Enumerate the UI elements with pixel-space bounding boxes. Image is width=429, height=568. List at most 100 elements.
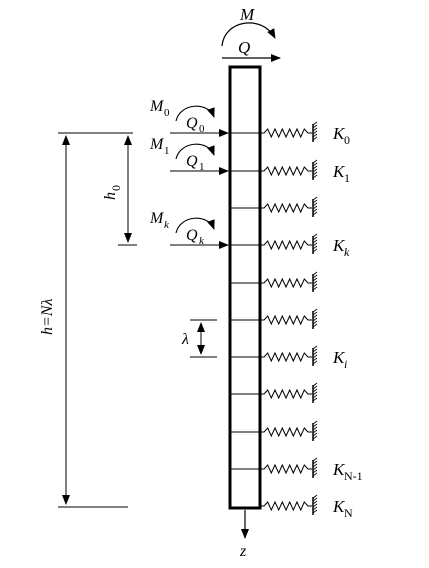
ground-hatch [312,420,318,425]
ground-hatch [312,397,318,402]
ground-hatch [312,320,318,325]
ground-hatch [312,236,318,241]
spring-8 [260,420,318,441]
ground-hatch [312,311,318,316]
ground-hatch [312,457,318,462]
moment-label-sub: 0 [164,107,170,119]
top-moment-label: M [239,5,255,24]
spring-label-sub: 1 [344,171,350,185]
ground-hatch [312,308,318,313]
ground-hatch [312,317,318,322]
spring-coil [260,388,312,400]
spring-coil [260,314,312,326]
ground-hatch [312,286,318,291]
spring-7 [260,382,318,403]
ground-hatch [312,283,318,288]
shear-label-sub: k [199,235,205,247]
ground-hatch [312,429,318,434]
spring-label-sub: N-1 [344,469,363,483]
ground-hatch [312,159,318,164]
moment-label-sub: 1 [164,145,170,157]
pile-body [228,65,262,510]
moment-label: M [149,210,165,227]
spring-label-i: K [332,348,346,367]
moment-arc [175,143,215,160]
total-height-label: h=Nλ [39,299,56,335]
moment-arc [175,105,215,122]
svg-text:0: 0 [109,185,123,191]
ground-hatch [312,497,318,502]
spring-coil [260,426,312,438]
ground-hatch [312,314,318,319]
spring-coil [260,127,312,139]
spring-label-N: K [332,497,346,516]
spring-label-sub: 0 [344,133,350,147]
ground-hatch [312,432,318,437]
ground-hatch [312,503,318,508]
ground-hatch [312,472,318,477]
ground-hatch [312,239,318,244]
ground-hatch [312,323,318,328]
ground-hatch [312,500,318,505]
ground-hatch [312,360,318,365]
spring-coil [260,165,312,177]
ground-hatch [312,211,318,216]
spring-label-N-1: K [332,460,346,479]
lambda-label: λ [181,331,189,348]
ground-hatch [312,248,318,253]
ground-hatch [312,233,318,238]
ground-hatch [312,136,318,141]
spring-coil [260,500,312,512]
ground-hatch [312,165,318,170]
ground-hatch [312,351,318,356]
ground-hatch [312,394,318,399]
ground-hatch [312,245,318,250]
ground-hatch [312,426,318,431]
ground-hatch [312,494,318,499]
ground-hatch [312,127,318,132]
ground-hatch [312,435,318,440]
spring-coil [260,239,312,251]
ground-hatch [312,466,318,471]
ground-hatch [312,274,318,279]
pile-segments [231,132,259,470]
ground-hatch [312,354,318,359]
top-moment-arrow [221,22,276,47]
spring-coil [260,202,312,214]
shear-label: Q [186,227,198,244]
spring-coil [260,351,312,363]
shear-label-sub: 0 [199,123,205,135]
ground-hatch [312,133,318,138]
ground-hatch [312,202,318,207]
spring-5 [260,308,318,329]
spring-label-0: K [332,124,346,143]
ground-hatch [312,121,318,126]
ground-hatch [312,348,318,353]
ground-hatch [312,199,318,204]
ground-hatch [312,130,318,135]
ground-hatch [312,509,318,514]
spring-label-sub: k [344,245,350,259]
ground-hatch [312,208,318,213]
spring-4 [260,271,318,292]
ground-hatch [312,271,318,276]
ground-hatch [312,391,318,396]
ground-hatch [312,205,318,210]
ground-hatch [312,280,318,285]
moment-arc [175,217,215,234]
ground-hatch [312,469,318,474]
ground-hatch [312,388,318,393]
z-axis-label: z [239,543,247,560]
